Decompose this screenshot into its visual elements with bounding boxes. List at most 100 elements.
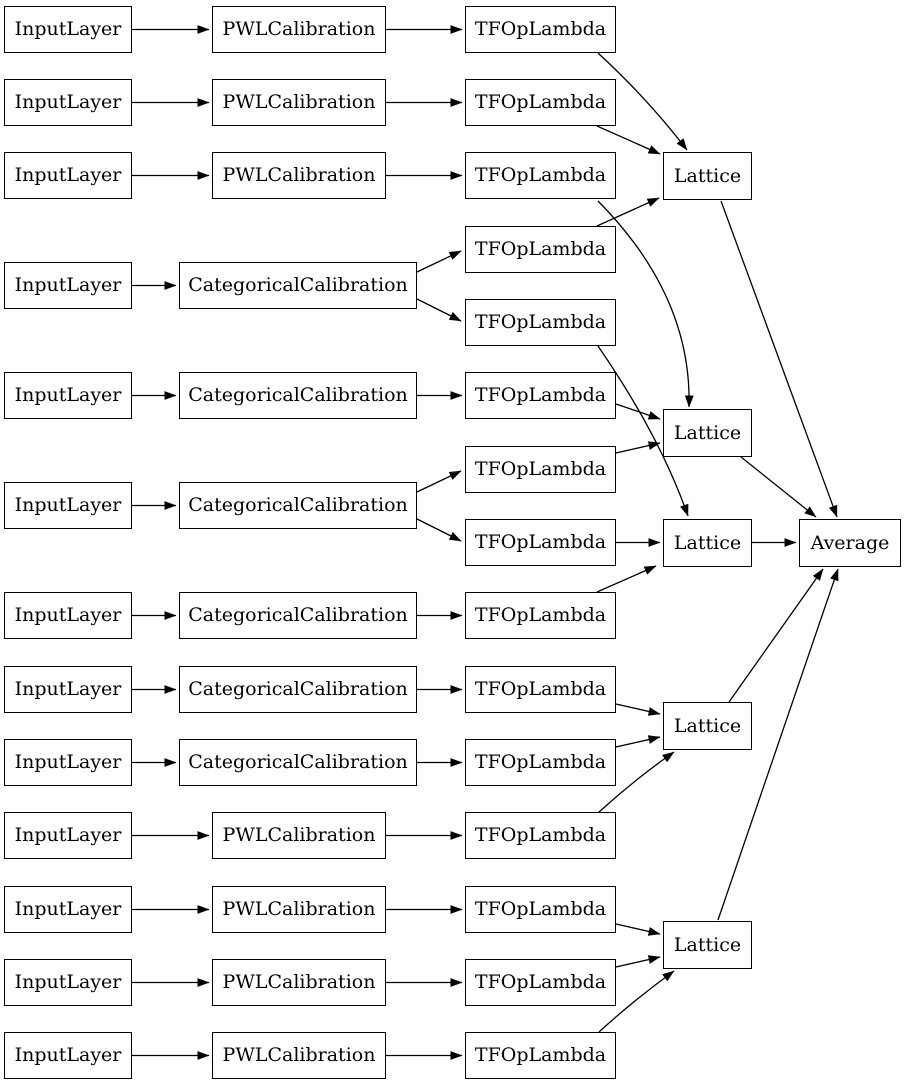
input-layer-label: InputLayer (14, 274, 122, 296)
node-pwl-1: PWLCalibration (212, 6, 386, 53)
node-input-10: InputLayer (4, 812, 132, 859)
node-lambda-7: TFOpLambda (465, 446, 616, 493)
edge-lattice-4-average (728, 568, 824, 703)
edge-lattice-1-average (720, 200, 838, 518)
node-input-8: InputLayer (4, 666, 132, 713)
node-lambda-13: TFOpLambda (465, 886, 616, 933)
node-average: Average (799, 519, 901, 567)
edge-cat-3-lambda-7 (416, 470, 462, 493)
categorical-calibration-label: CategoricalCalibration (188, 604, 408, 626)
node-lambda-4: TFOpLambda (465, 226, 616, 273)
edge-lattice-2-average (740, 456, 817, 518)
edge-lambda-2-lattice-1 (596, 125, 661, 155)
edge-lambda-7-lattice-2 (615, 441, 661, 454)
node-lambda-5: TFOpLambda (465, 299, 616, 346)
input-layer-label: InputLayer (14, 18, 122, 40)
input-layer-label: InputLayer (14, 384, 122, 406)
tf-op-lambda-label: TFOpLambda (474, 898, 607, 920)
tf-op-lambda-label: TFOpLambda (474, 238, 607, 260)
edge-lambda-10-lattice-4 (615, 703, 661, 716)
tf-op-lambda-label: TFOpLambda (474, 531, 607, 553)
lattice-label: Lattice (673, 164, 742, 187)
node-lambda-1: TFOpLambda (465, 6, 616, 53)
tf-op-lambda-label: TFOpLambda (474, 384, 607, 406)
node-pwl-6: PWLCalibration (212, 959, 386, 1006)
edge-lambda-11-lattice-4 (615, 735, 661, 748)
input-layer-label: InputLayer (14, 824, 122, 846)
node-input-4: InputLayer (4, 262, 132, 309)
node-input-11: InputLayer (4, 886, 132, 933)
node-pwl-3: PWLCalibration (212, 152, 386, 199)
edge-lambda-3-lattice-2 (597, 200, 694, 408)
categorical-calibration-label: CategoricalCalibration (188, 678, 408, 700)
node-pwl-5: PWLCalibration (212, 886, 386, 933)
pwl-calibration-label: PWLCalibration (222, 898, 376, 920)
input-layer-label: InputLayer (14, 678, 122, 700)
categorical-calibration-label: CategoricalCalibration (188, 494, 408, 516)
pwl-calibration-label: PWLCalibration (222, 971, 376, 993)
tf-op-lambda-label: TFOpLambda (474, 18, 607, 40)
edge-lambda-14-lattice-5 (615, 955, 661, 968)
input-layer-label: InputLayer (14, 898, 122, 920)
node-pwl-4: PWLCalibration (212, 812, 386, 859)
lattice-label: Lattice (673, 933, 742, 956)
node-lambda-15: TFOpLambda (465, 1032, 616, 1079)
node-lattice-5: Lattice (663, 921, 752, 969)
node-cat-5: CategoricalCalibration (179, 666, 417, 713)
node-cat-2: CategoricalCalibration (179, 372, 417, 419)
node-lambda-3: TFOpLambda (465, 152, 616, 199)
edge-lambda-13-lattice-5 (615, 923, 661, 936)
tf-op-lambda-label: TFOpLambda (474, 824, 607, 846)
node-input-13: InputLayer (4, 1032, 132, 1079)
tf-op-lambda-label: TFOpLambda (474, 458, 607, 480)
tf-op-lambda-label: TFOpLambda (474, 311, 607, 333)
node-cat-1: CategoricalCalibration (179, 262, 417, 309)
node-input-5: InputLayer (4, 372, 132, 419)
node-input-6: InputLayer (4, 482, 132, 529)
node-pwl-7: PWLCalibration (212, 1032, 386, 1079)
tf-op-lambda-label: TFOpLambda (474, 678, 607, 700)
tf-op-lambda-label: TFOpLambda (474, 604, 607, 626)
edge-lattice-5-average (717, 568, 839, 921)
input-layer-label: InputLayer (14, 164, 122, 186)
edge-lambda-5-lattice-3 (597, 345, 689, 517)
edge-lambda-15-lattice-5 (598, 970, 675, 1033)
node-cat-3: CategoricalCalibration (179, 482, 417, 529)
node-pwl-2: PWLCalibration (212, 79, 386, 126)
node-lambda-11: TFOpLambda (465, 739, 616, 786)
lattice-label: Lattice (673, 421, 742, 444)
categorical-calibration-label: CategoricalCalibration (188, 274, 408, 296)
input-layer-label: InputLayer (14, 1044, 122, 1066)
node-lambda-14: TFOpLambda (465, 959, 616, 1006)
node-cat-6: CategoricalCalibration (179, 739, 417, 786)
node-input-1: InputLayer (4, 6, 132, 53)
tf-op-lambda-label: TFOpLambda (474, 164, 607, 186)
edge-cat-1-lambda-5 (416, 298, 462, 322)
node-input-9: InputLayer (4, 739, 132, 786)
tf-op-lambda-label: TFOpLambda (474, 91, 607, 113)
node-lattice-4: Lattice (663, 702, 752, 750)
node-lambda-6: TFOpLambda (465, 372, 616, 419)
edge-lambda-12-lattice-4 (598, 751, 675, 813)
pwl-calibration-label: PWLCalibration (222, 1044, 376, 1066)
node-lattice-3: Lattice (663, 519, 752, 567)
node-lambda-2: TFOpLambda (465, 79, 616, 126)
node-lattice-2: Lattice (663, 409, 752, 457)
edge-cat-3-lambda-8 (416, 518, 462, 542)
node-input-12: InputLayer (4, 959, 132, 1006)
pwl-calibration-label: PWLCalibration (222, 91, 376, 113)
node-lattice-1: Lattice (663, 152, 752, 200)
input-layer-label: InputLayer (14, 494, 122, 516)
node-input-7: InputLayer (4, 592, 132, 639)
tf-op-lambda-label: TFOpLambda (474, 751, 607, 773)
node-lambda-8: TFOpLambda (465, 519, 616, 566)
node-lambda-12: TFOpLambda (465, 812, 616, 859)
pwl-calibration-label: PWLCalibration (222, 824, 376, 846)
tf-op-lambda-label: TFOpLambda (474, 1044, 607, 1066)
edge-cat-1-lambda-4 (416, 250, 462, 273)
categorical-calibration-label: CategoricalCalibration (188, 384, 408, 406)
node-input-2: InputLayer (4, 79, 132, 126)
node-cat-4: CategoricalCalibration (179, 592, 417, 639)
